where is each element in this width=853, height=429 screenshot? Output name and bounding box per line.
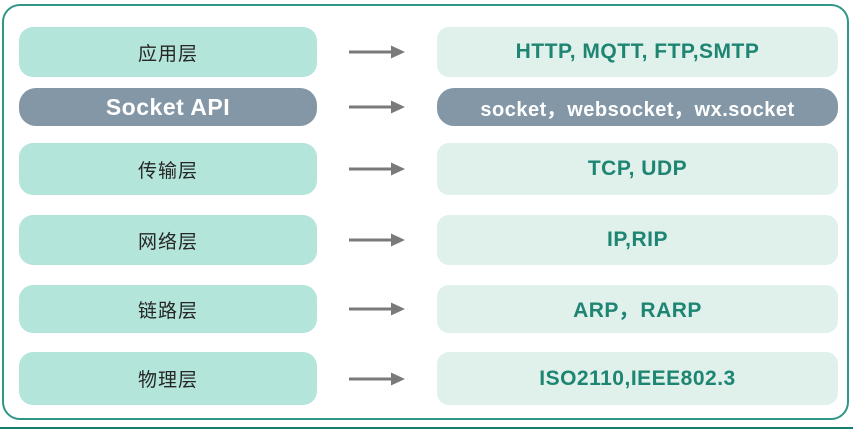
link-layer-label: 链路层 (137, 300, 198, 322)
physical-standards-box: ISO2110,IEEE802.3 (437, 352, 838, 405)
arrow-zone (317, 88, 437, 126)
physical-layer-label: 物理层 (137, 370, 198, 391)
arrow-zone (317, 143, 437, 195)
application-layer-label: 应用层 (137, 43, 198, 65)
arrow-zone (317, 352, 437, 405)
socket-api-box: Socket API (19, 88, 317, 126)
link-protocols-label: ARP，RARP (573, 299, 702, 322)
network-protocols-label: IP,RIP (607, 228, 668, 251)
application-protocols-label: HTTP, MQTT, FTP,SMTP (515, 40, 760, 63)
arrow-zone (317, 215, 437, 265)
row-application-layer: 应用层 HTTP, MQTT, FTP,SMTP (0, 27, 853, 77)
link-layer-box: 链路层 (19, 285, 317, 333)
row-transport-layer: 传输层 TCP, UDP (0, 143, 853, 195)
network-layer-box: 网络层 (19, 215, 317, 265)
arrow-zone (317, 27, 437, 77)
bottom-divider-line (0, 427, 853, 429)
row-physical-layer: 物理层 ISO2110,IEEE802.3 (0, 352, 853, 405)
network-layer-label: 网络层 (137, 231, 198, 253)
socket-implementations-label: socket，websocket，wx.socket (480, 98, 795, 121)
arrow-right-icon (349, 45, 405, 59)
row-link-layer: 链路层 ARP，RARP (0, 285, 853, 333)
physical-standards-label: ISO2110,IEEE802.3 (539, 366, 736, 390)
network-protocols-box: IP,RIP (437, 215, 838, 265)
transport-layer-box: 传输层 (19, 143, 317, 195)
arrow-right-icon (349, 302, 405, 316)
arrow-right-icon (349, 233, 405, 247)
arrow-right-icon (349, 100, 405, 114)
application-layer-box: 应用层 (19, 27, 317, 77)
transport-protocols-label: TCP, UDP (587, 157, 688, 180)
socket-api-label: Socket API (105, 93, 231, 120)
application-protocols-box: HTTP, MQTT, FTP,SMTP (437, 27, 838, 77)
arrow-zone (317, 285, 437, 333)
arrow-right-icon (349, 162, 405, 176)
socket-implementations-box: socket，websocket，wx.socket (437, 88, 838, 126)
transport-protocols-box: TCP, UDP (437, 143, 838, 195)
row-socket-api: Socket API socket，websocket，wx.socket (0, 88, 853, 126)
physical-layer-box: 物理层 (19, 352, 317, 405)
row-network-layer: 网络层 IP,RIP (0, 215, 853, 265)
arrow-right-icon (349, 372, 405, 385)
link-protocols-box: ARP，RARP (437, 285, 838, 333)
transport-layer-label: 传输层 (137, 160, 198, 182)
